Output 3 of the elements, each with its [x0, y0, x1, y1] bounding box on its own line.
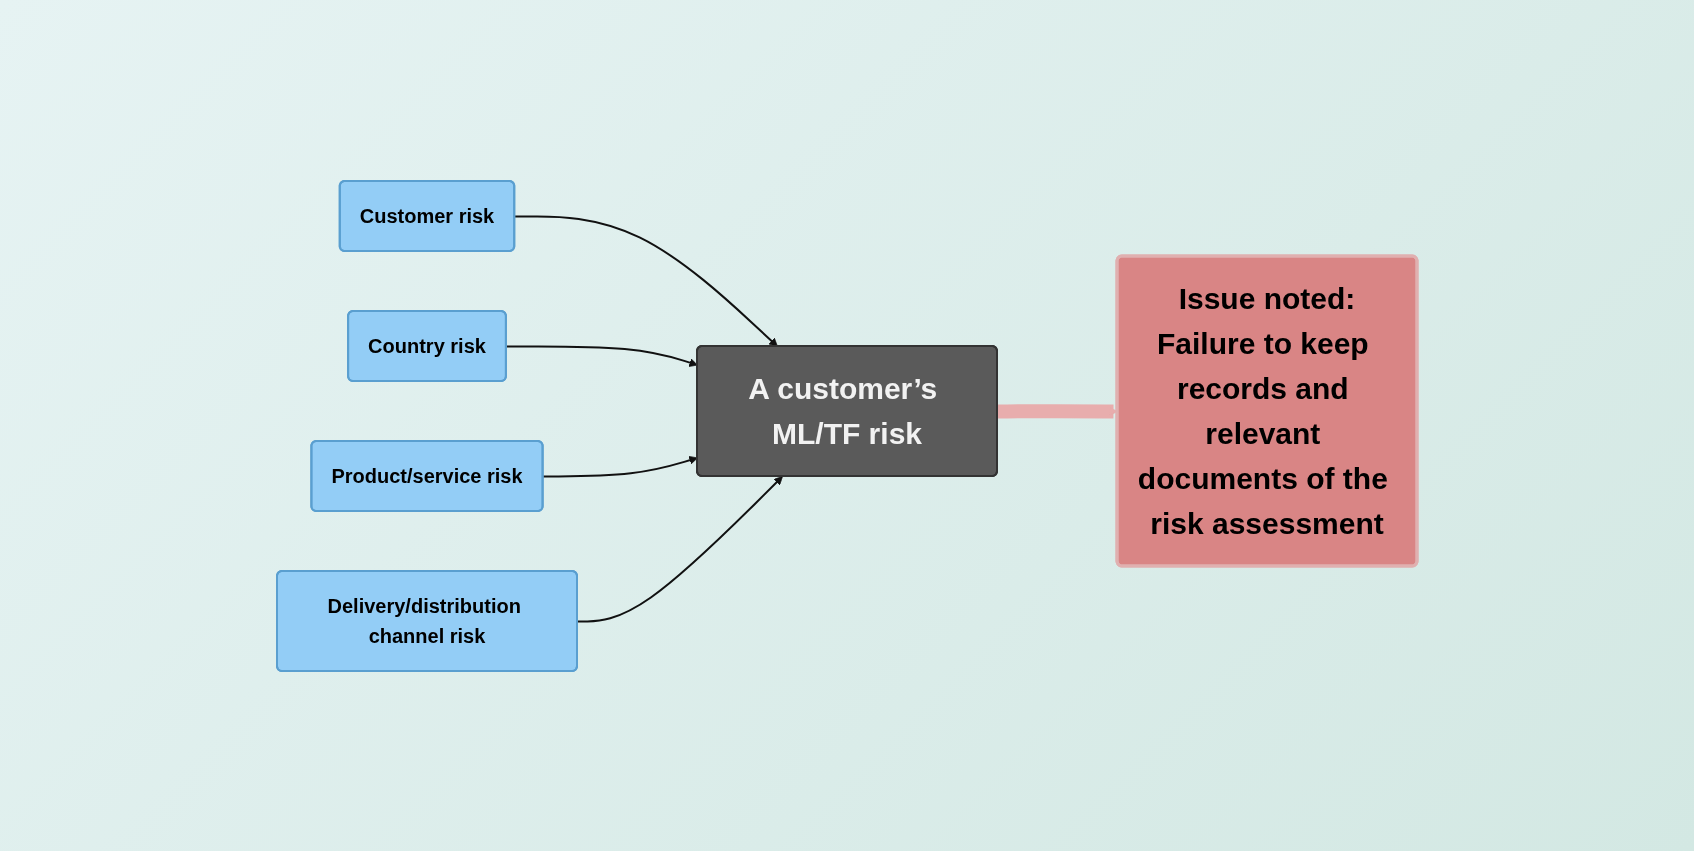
arrow: [505, 344, 698, 367]
arrow: [997, 403, 1118, 418]
arrow: [542, 455, 698, 477]
